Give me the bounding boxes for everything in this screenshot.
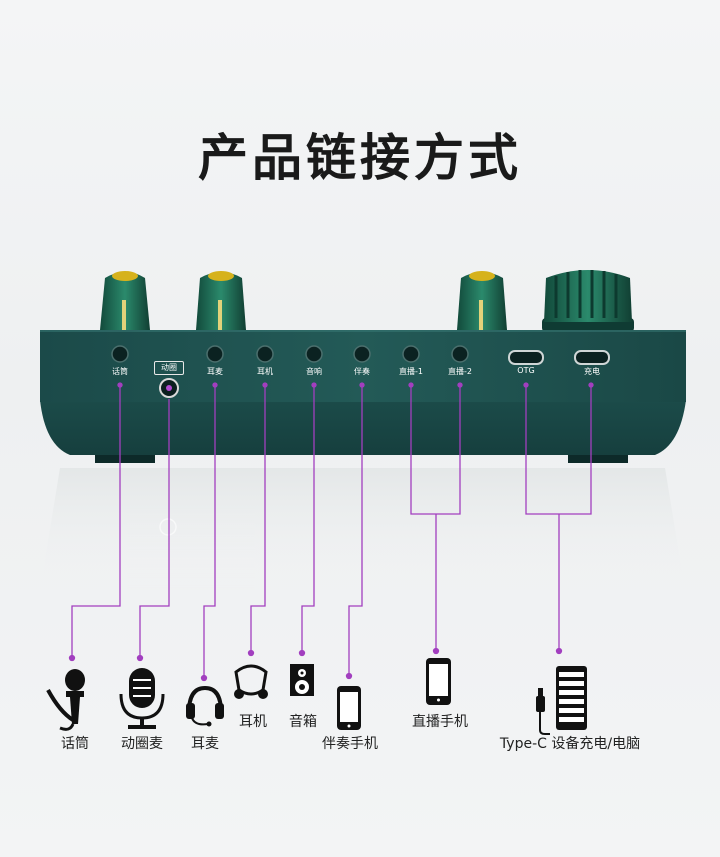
charge-port[interactable] bbox=[574, 350, 610, 365]
port-label-live-1: 直播-1 bbox=[399, 367, 423, 376]
port-label-speaker: 音响 bbox=[306, 367, 322, 376]
device-label-accompany-phone: 伴奏手机 bbox=[322, 736, 378, 752]
device-label-speaker: 音箱 bbox=[289, 714, 317, 730]
port-label-earphone: 耳机 bbox=[257, 367, 273, 376]
usb-cable-icon bbox=[536, 688, 550, 735]
device-label-dynamic-mic: 动圈麦 bbox=[121, 736, 163, 752]
volume-knob-1[interactable] bbox=[100, 271, 150, 330]
headset-jack[interactable] bbox=[206, 345, 224, 363]
live-phone-icon bbox=[426, 658, 451, 705]
earphone-icon bbox=[234, 664, 268, 699]
volume-knob-3[interactable] bbox=[457, 271, 507, 330]
accompany-jack[interactable] bbox=[353, 345, 371, 363]
port-label-dynamic: 动圈 bbox=[154, 361, 184, 375]
main-knob[interactable] bbox=[542, 270, 634, 332]
port-label-mic: 话筒 bbox=[112, 367, 128, 376]
port-label-charge: 充电 bbox=[584, 367, 600, 376]
live-1-jack[interactable] bbox=[402, 345, 420, 363]
otg-port[interactable] bbox=[508, 350, 544, 365]
live-2-jack[interactable] bbox=[451, 345, 469, 363]
mic-jack[interactable] bbox=[111, 345, 129, 363]
connection-lines bbox=[68, 382, 594, 682]
device-label-earphone: 耳机 bbox=[239, 714, 267, 730]
speaker-icon bbox=[290, 664, 314, 696]
port-label-accompany: 伴奏 bbox=[354, 367, 370, 376]
accompany-phone-icon bbox=[337, 686, 361, 730]
port-label-live-2: 直播-2 bbox=[448, 367, 472, 376]
device-label-live-phone: 直播手机 bbox=[412, 714, 468, 730]
earphone-jack[interactable] bbox=[256, 345, 274, 363]
device-label-headset: 耳麦 bbox=[191, 736, 219, 752]
speaker-jack[interactable] bbox=[305, 345, 323, 363]
volume-knob-2[interactable] bbox=[196, 271, 246, 330]
port-label-headset: 耳麦 bbox=[207, 367, 223, 376]
headset-icon bbox=[186, 685, 224, 727]
dynamic-mic-jack[interactable] bbox=[159, 378, 179, 398]
microphone-icon bbox=[46, 669, 85, 731]
device-label-typec: Type-C 设备充电/电脑 bbox=[499, 736, 641, 752]
page-title: 产品链接方式 bbox=[198, 129, 522, 187]
device-label-mic: 话筒 bbox=[61, 736, 89, 752]
dynamic-mic-icon bbox=[119, 668, 165, 729]
computer-tower-icon bbox=[556, 666, 587, 730]
port-label-otg: OTG bbox=[517, 366, 535, 375]
